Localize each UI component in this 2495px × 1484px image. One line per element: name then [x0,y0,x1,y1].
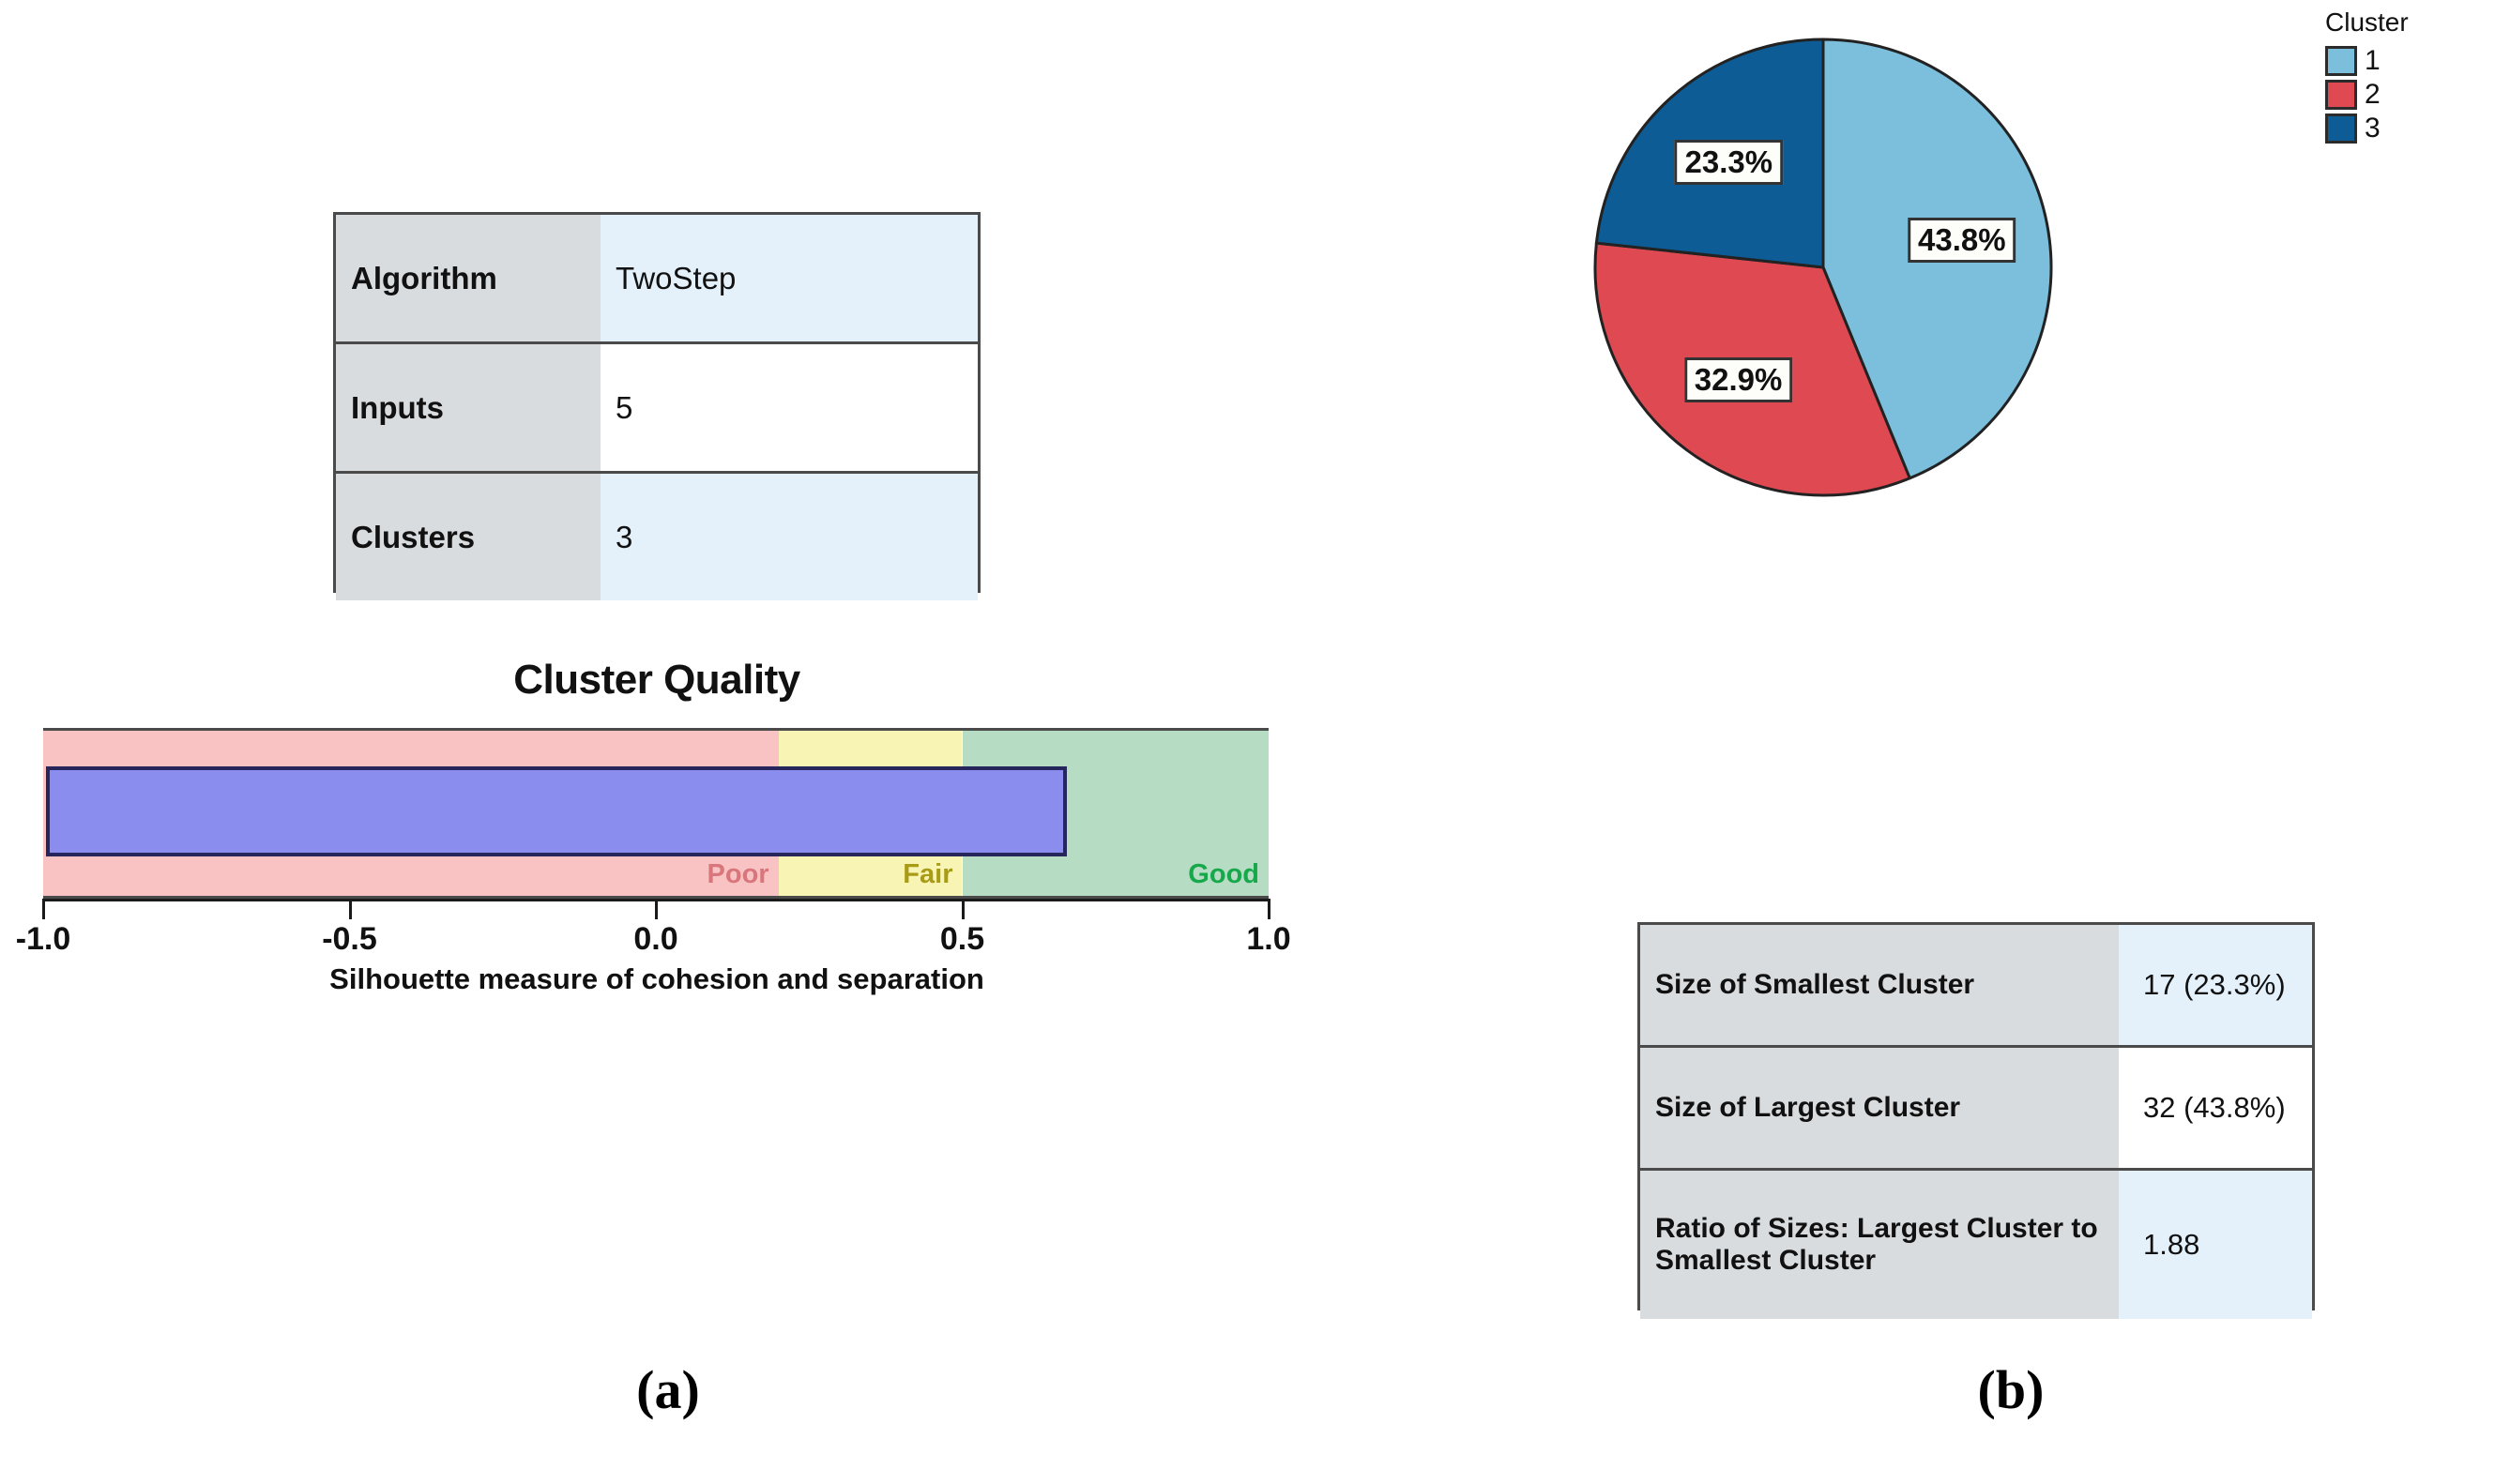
model-summary-table: Algorithm TwoStep Inputs 5 Clusters 3 [333,212,981,600]
legend-title: Cluster [2325,8,2409,37]
table-row: Algorithm TwoStep [336,215,978,343]
x-tick-label: 1.0 [1246,921,1291,957]
legend-item-3[interactable]: 3 [2325,113,2489,144]
row-value-clusters: 3 [601,471,978,600]
row-label-largest-cluster: Size of Largest Cluster [1640,1045,2119,1170]
legend-item-1[interactable]: 1 [2325,45,2489,77]
pie-label-cluster-2: 32.9% [1683,357,1793,403]
row-value-ratio-of-sizes: 1.88 [2119,1168,2312,1319]
x-tick [655,899,658,919]
x-axis-title: Silhouette measure of cohesion and separ… [329,962,984,995]
legend-swatch-cluster-1 [2325,46,2357,76]
pie-legend: Cluster 1 2 3 [2325,8,2489,146]
x-tick-label: -0.5 [322,921,377,957]
cluster-size-pie-chart: 43.8% 32.9% 23.3% [1558,19,2139,544]
legend-item-2[interactable]: 2 [2325,79,2489,111]
x-tick [42,899,45,919]
cluster-quality-chart: Cluster Quality Poor Fair Good -1.0 -0.5 0… [0,657,1314,995]
x-tick [1268,899,1270,919]
table-row: Inputs 5 [336,341,978,473]
band-good-label: Good [1188,859,1259,889]
band-poor-label: Poor [707,859,769,889]
row-value-smallest-cluster: 17 (23.3%) [2119,925,2312,1047]
legend-label-cluster-1: 1 [2365,45,2381,76]
row-value-inputs: 5 [601,341,978,473]
x-tick-label: 0.5 [939,921,985,957]
x-tick [348,899,352,919]
band-fair-label: Fair [903,859,953,889]
legend-swatch-cluster-3 [2325,114,2357,144]
silhouette-measure-bar [46,766,1067,856]
table-row: Size of Smallest Cluster 17 (23.3%) [1640,925,2312,1047]
table-row: Size of Largest Cluster 32 (43.8%) [1640,1045,2312,1170]
legend-label-cluster-3: 3 [2365,113,2381,144]
pie-svg [1593,38,2053,497]
pie-label-cluster-1: 43.8% [1908,217,2016,263]
row-value-algorithm: TwoStep [601,215,978,343]
pie-label-cluster-3: 23.3% [1674,139,1784,185]
cluster-sizes-table: Size of Smallest Cluster 17 (23.3%) Size… [1637,922,2315,1319]
legend-label-cluster-2: 2 [2365,79,2381,110]
row-value-largest-cluster: 32 (43.8%) [2119,1045,2312,1170]
x-tick-label: -1.0 [15,921,71,957]
chart-title: Cluster Quality [513,657,800,703]
chart-plot-area: Poor Fair Good [43,728,1269,899]
x-tick [961,899,965,919]
row-label-clusters: Clusters [336,471,601,600]
x-tick-label: 0.0 [633,921,678,957]
figure-caption-a: (a) [636,1359,700,1420]
table-row: Clusters 3 [336,471,978,600]
row-label-smallest-cluster: Size of Smallest Cluster [1640,925,2119,1047]
legend-swatch-cluster-2 [2325,80,2357,110]
figure-caption-b: (b) [1977,1359,2045,1420]
row-label-ratio-of-sizes: Ratio of Sizes: Largest Cluster to Small… [1640,1168,2119,1319]
table-row: Ratio of Sizes: Largest Cluster to Small… [1640,1168,2312,1319]
row-label-inputs: Inputs [336,341,601,473]
row-label-algorithm: Algorithm [336,215,601,343]
